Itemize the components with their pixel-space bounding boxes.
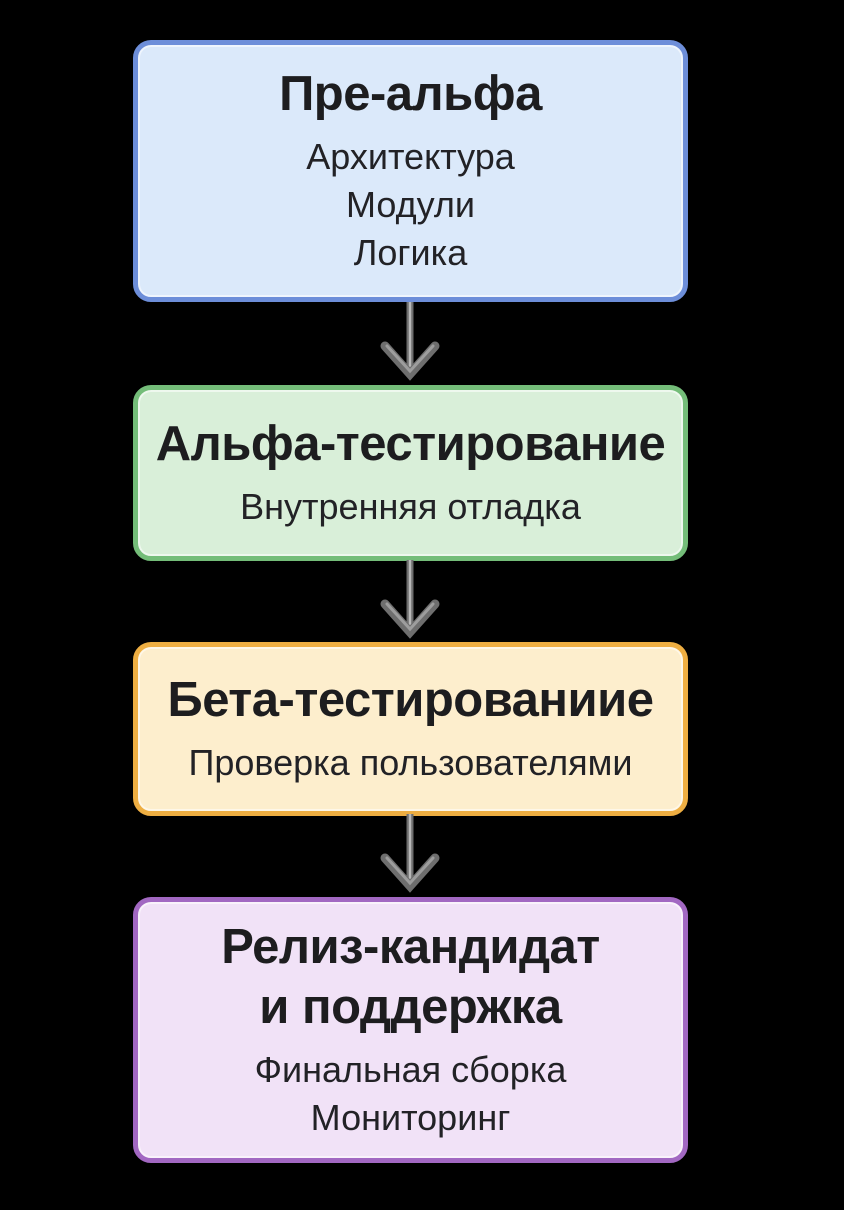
- stage-title: Альфа-тестирование: [156, 415, 666, 475]
- stage-detail-line: Мониторинг: [310, 1096, 511, 1138]
- arrow-down-icon: [380, 302, 440, 381]
- stage-title: Бета-тестированиие: [167, 671, 654, 731]
- stage-title-line: и поддержка: [259, 979, 562, 1034]
- stage-box-pre-alpha: Пре-альфа Архитектура Модули Логика: [133, 40, 688, 302]
- arrow-down-icon: [380, 560, 440, 639]
- stage-detail-line: Финальная сборка: [254, 1048, 567, 1090]
- stage-box-release-candidate: Релиз-кандидат и поддержка Финальная сбо…: [133, 897, 688, 1163]
- stage-box-beta-testing: Бета-тестированиие Проверка пользователя…: [133, 642, 688, 816]
- stage-detail-line: Логика: [353, 232, 468, 273]
- stage-detail-line: Модули: [346, 183, 475, 225]
- arrow-down-icon: [380, 814, 440, 893]
- stage-title-line: Релиз-кандидат: [221, 920, 600, 974]
- stage-detail-line: Внутренняя отладка: [240, 485, 581, 527]
- stage-detail-line: Проверка пользователями: [188, 741, 633, 783]
- stage-box-alpha-testing: Альфа-тестирование Внутренняя отладка: [133, 385, 688, 561]
- stage-detail-line: Архитектура: [306, 135, 515, 177]
- stage-title: Релиз-кандидат и поддержка: [221, 918, 600, 1038]
- stage-title: Пре-альфа: [279, 65, 542, 125]
- stage-title-line: Пре-альфа: [279, 66, 542, 121]
- stage-title-line: Бета-тестированиие: [167, 673, 654, 727]
- stage-title-line: Альфа-тестирование: [155, 417, 666, 471]
